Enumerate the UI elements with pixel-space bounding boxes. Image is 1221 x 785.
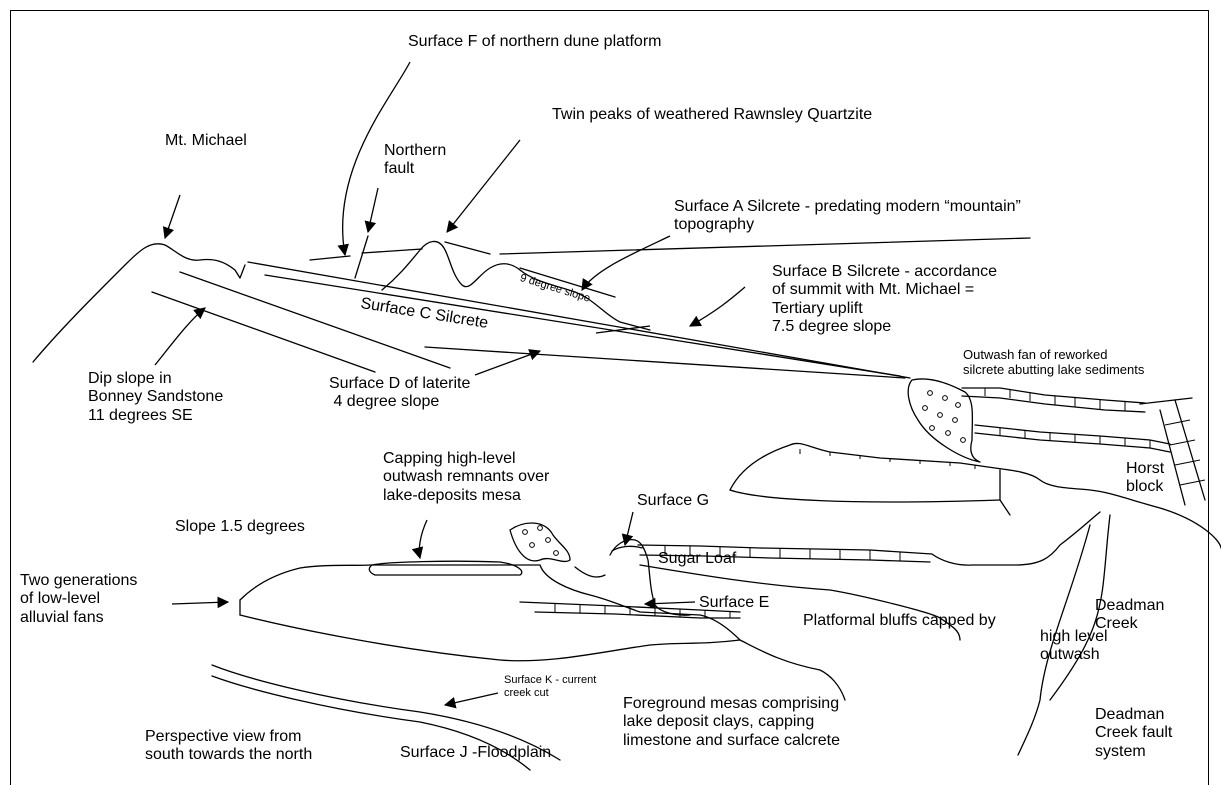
outwash-fan-outline: [908, 379, 980, 462]
label-mt-michael: Mt. Michael: [165, 132, 247, 150]
label-twin-peaks: Twin peaks of weathered Rawnsley Quartzi…: [552, 106, 872, 124]
dip-slope-arrow: [155, 308, 205, 365]
label-surface-b: Surface B Silcrete - accordance of summi…: [772, 263, 997, 337]
small-outwash-remnant: [510, 523, 570, 561]
sugar-loaf-base: [575, 567, 605, 577]
label-two-generations: Two generations of low-level alluvial fa…: [20, 572, 137, 627]
lake-sediment-upper-2: [962, 396, 1145, 412]
surface-d-arrow: [475, 351, 540, 375]
outwash-fan-pebbles: [923, 391, 966, 443]
lake-sediment-lower-1: [975, 425, 1170, 444]
capping-arrow: [419, 520, 427, 558]
label-perspective: Perspective view from south towards the …: [145, 728, 312, 765]
surface-f-line-2: [362, 249, 422, 253]
twin-peaks-arrow: [447, 140, 520, 232]
capping-remnant: [369, 561, 522, 575]
surface-f-line-1: [310, 256, 350, 260]
label-surface-e: Surface E: [699, 594, 769, 612]
remnant-pebbles: [523, 526, 559, 556]
mt-michael-arrow: [165, 195, 180, 238]
label-surface-a: Surface A Silcrete - predating modern “m…: [674, 198, 1021, 235]
surface-a-line-left: [445, 242, 490, 254]
label-slope-1-5: Slope 1.5 degrees: [175, 518, 305, 536]
label-outwash-fan: Outwash fan of reworked silcrete abuttin…: [963, 348, 1144, 378]
surface-g-mesa-right: [1000, 470, 1010, 515]
surface-k-arrow: [445, 693, 498, 705]
label-surface-d: Surface D of laterite 4 degree slope: [329, 375, 470, 412]
surface-g-mesa-lower: [730, 490, 1000, 502]
surface-e-arrow: [645, 602, 695, 604]
label-capping: Capping high-level outwash remnants over…: [383, 450, 549, 505]
label-foreground: Foreground mesas comprising lake deposit…: [623, 695, 840, 750]
foreground-mesa-base: [240, 615, 740, 661]
label-surface-g: Surface G: [637, 492, 709, 510]
label-surface-f: Surface F of northern dune platform: [408, 33, 661, 51]
label-deadman-creek: Deadman Creek: [1095, 597, 1164, 634]
label-dip-slope: Dip slope in Bonney Sandstone 11 degrees…: [88, 370, 223, 425]
upper-right-ridge: [1140, 398, 1192, 404]
surface-e-ledge-2: [535, 612, 740, 618]
northern-fault-arrow: [368, 188, 378, 232]
dip-slope-line-lower: [152, 292, 375, 372]
surface-d-line: [425, 347, 905, 378]
label-northern-fault: Northern fault: [384, 142, 446, 179]
surface-a-arrow: [582, 236, 670, 290]
lake-sediment-lower-2: [975, 433, 1170, 452]
label-surface-j: Surface J -Floodplain: [400, 744, 551, 762]
label-fault-system: Deadman Creek fault system: [1095, 706, 1172, 761]
lake-sediment-upper-1: [962, 388, 1145, 403]
two-generations-arrow: [172, 602, 228, 604]
mt-michael-outline: [33, 244, 245, 362]
label-surface-k: Surface K - current creek cut: [504, 674, 596, 699]
surface-b-arrow: [690, 287, 745, 326]
surface-a-line: [500, 238, 1030, 254]
label-sugar-loaf: Sugar Loaf: [658, 550, 736, 568]
label-horst-block: Horst block: [1126, 460, 1164, 497]
northern-fault-line: [355, 236, 368, 278]
label-platformal: Platformal bluffs capped by: [803, 612, 996, 630]
